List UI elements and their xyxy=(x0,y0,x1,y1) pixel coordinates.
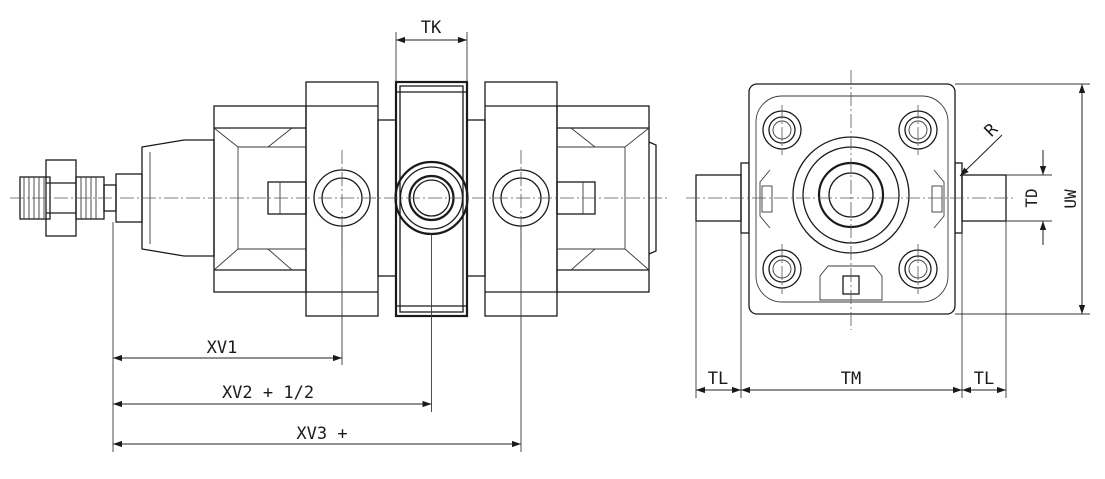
label-tk: TK xyxy=(421,18,442,38)
label-xv2: XV2 + 1/2 xyxy=(222,383,314,403)
cylinder-barrel-right xyxy=(556,105,650,293)
label-td: TD xyxy=(1022,188,1041,207)
label-tl-left: TL xyxy=(708,369,728,389)
dimension-td: TD xyxy=(1006,150,1052,245)
dimension-tl-tm: TL TM TL xyxy=(695,221,1007,398)
dimension-r: R xyxy=(959,119,1003,177)
label-tl-right: TL xyxy=(974,369,994,389)
dimension-xv: XV1 XV2 + 1/2 XV3 + xyxy=(112,222,522,452)
cylinder-barrel-left xyxy=(213,105,307,293)
end-view xyxy=(686,70,1015,330)
label-xv1: XV1 xyxy=(207,338,238,358)
dimension-uw: UW xyxy=(955,83,1090,315)
label-xv3: XV3 + xyxy=(296,424,347,444)
dimension-tk: TK xyxy=(395,18,468,82)
side-view xyxy=(10,80,670,318)
label-tm: TM xyxy=(841,369,861,389)
label-uw: UW xyxy=(1061,189,1080,209)
piston-rod-end xyxy=(19,159,143,237)
